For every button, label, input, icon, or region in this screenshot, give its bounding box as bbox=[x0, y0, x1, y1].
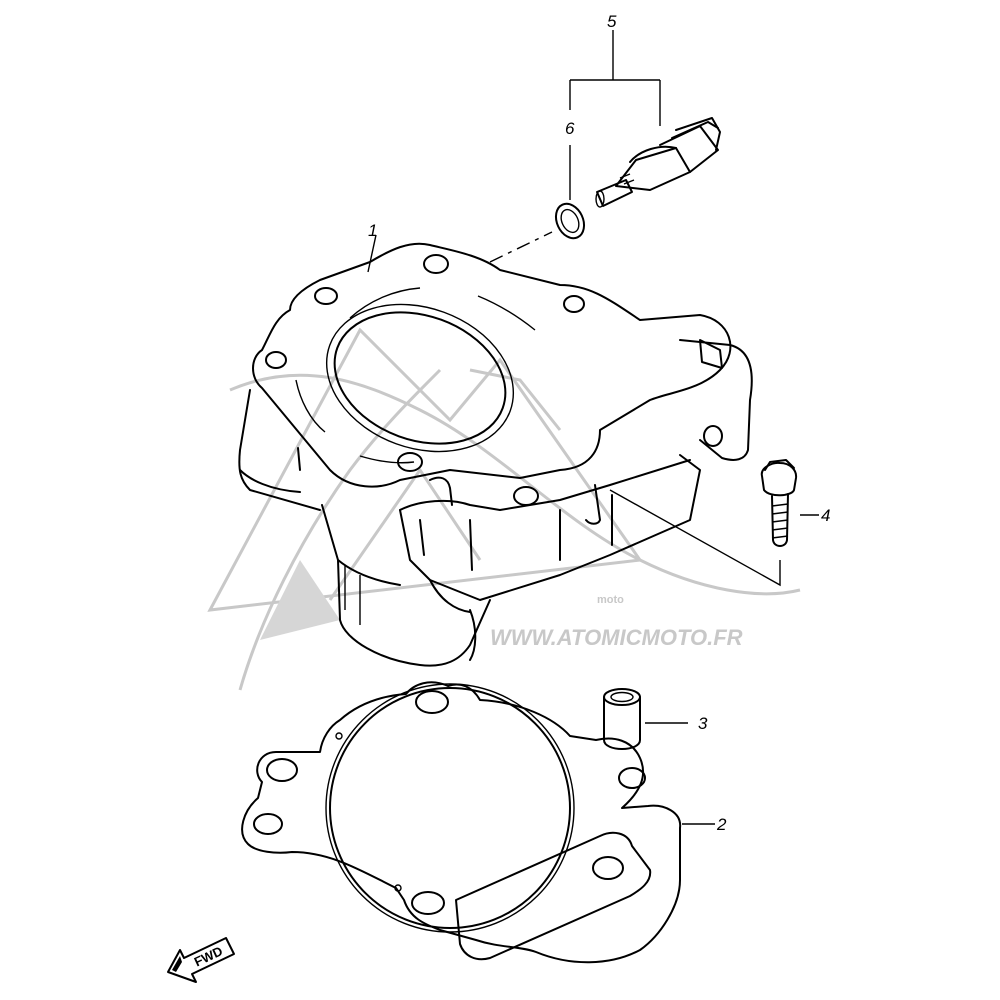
watermark-logo-sub: moto bbox=[597, 594, 624, 606]
dowel-pin-part bbox=[603, 688, 641, 750]
temperature-sensor-part bbox=[595, 117, 721, 208]
cylinder-gasket-part bbox=[241, 681, 682, 964]
watermark-url: WWW.ATOMICMOTO.FR bbox=[490, 625, 743, 650]
callout-6: 6 bbox=[565, 119, 575, 138]
fwd-arrow-icon bbox=[167, 937, 235, 983]
callout-4: 4 bbox=[821, 506, 830, 525]
assembly-axis-line bbox=[489, 231, 553, 263]
cylinder-part bbox=[238, 242, 753, 667]
bolt-part bbox=[760, 459, 798, 547]
leader-lines bbox=[367, 30, 819, 825]
callout-2: 2 bbox=[716, 815, 727, 834]
watermark-logo bbox=[207, 327, 801, 691]
callout-1: 1 bbox=[368, 221, 377, 240]
callout-3: 3 bbox=[698, 714, 708, 733]
callout-5: 5 bbox=[607, 12, 617, 31]
o-ring-part bbox=[554, 202, 586, 240]
